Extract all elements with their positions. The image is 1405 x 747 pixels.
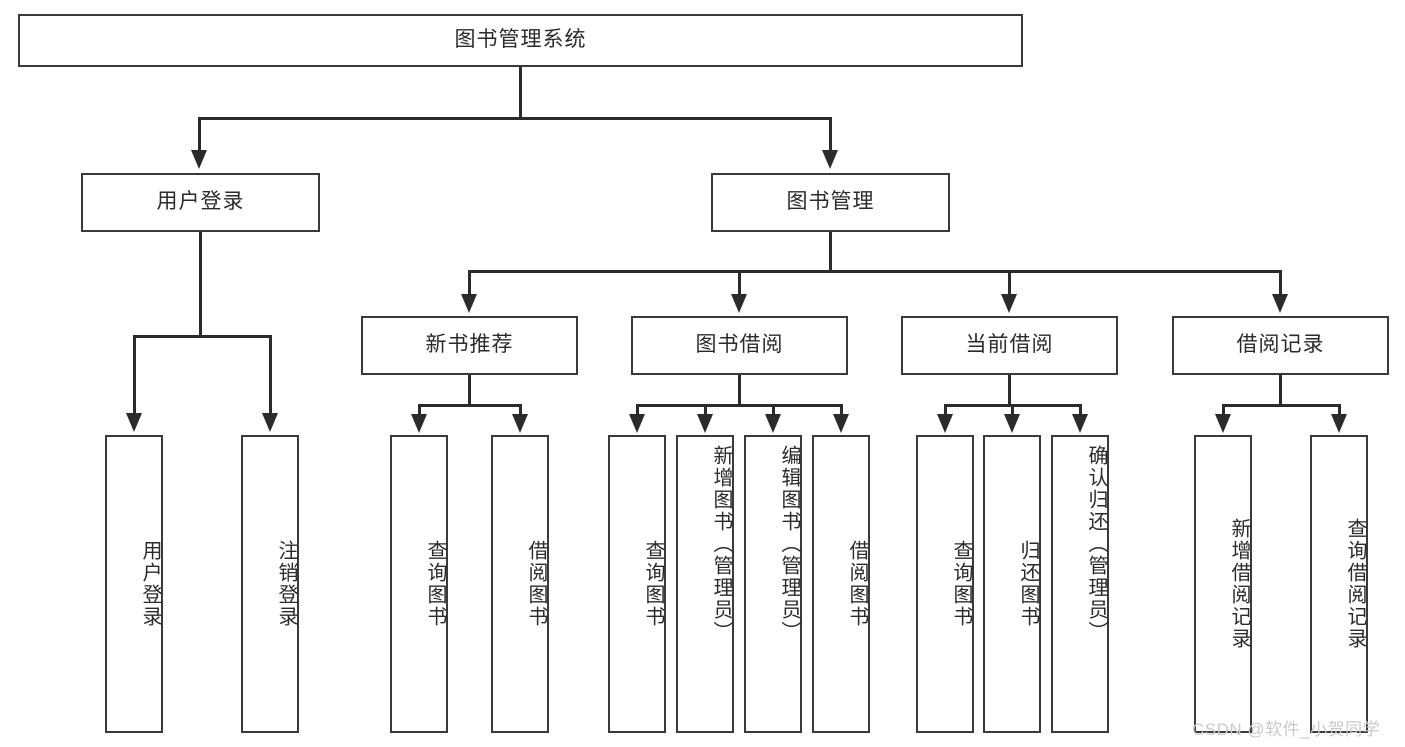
node-label: 查询图书 — [950, 540, 972, 628]
connector-new-book-branch-1 — [418, 404, 421, 415]
arrowhead-leaf-confirm-return-admin — [1072, 414, 1088, 433]
connector-book-borrow-bar — [636, 404, 843, 407]
arrowhead-current-borrow — [1001, 294, 1017, 313]
node-label: 新增图书（管理员） — [710, 445, 732, 643]
node-label: 注销登录 — [275, 540, 297, 628]
node-label: 查询图书 — [642, 540, 664, 628]
arrowhead-book-management — [822, 150, 838, 169]
connector-cb-branch-1 — [944, 404, 947, 415]
node-root-book-management-system[interactable]: 图书管理系统 — [18, 14, 1023, 67]
node-leaf-query-borrow-record[interactable]: 查询借阅记录 — [1310, 435, 1368, 733]
arrowhead-leaf-query-book-1 — [411, 414, 427, 433]
node-label: 用户登录 — [156, 190, 245, 214]
arrowhead-leaf-return-book — [1004, 414, 1020, 433]
node-book-borrow[interactable]: 图书借阅 — [631, 316, 848, 375]
connector-new-book-stem — [468, 375, 471, 406]
connector-bm-branch-current-borrow — [1008, 270, 1011, 295]
node-leaf-borrow-book-1[interactable]: 借阅图书 — [491, 435, 549, 733]
connector-cb-branch-2 — [1011, 404, 1014, 415]
node-label: 当前借阅 — [965, 333, 1054, 357]
node-new-book-recommend[interactable]: 新书推荐 — [361, 316, 578, 375]
arrowhead-leaf-add-book-admin — [697, 414, 713, 433]
connector-bb-branch-4 — [840, 404, 843, 415]
node-leaf-borrow-book-2[interactable]: 借阅图书 — [812, 435, 870, 733]
connector-new-book-bar — [418, 404, 522, 407]
node-leaf-query-book-3[interactable]: 查询图书 — [916, 435, 974, 733]
connector-user-login-branch-1 — [133, 335, 136, 413]
connector-bb-branch-1 — [636, 404, 639, 415]
node-label: 查询借阅记录 — [1344, 518, 1366, 650]
node-label: 新增借阅记录 — [1228, 518, 1250, 650]
connector-cb-branch-3 — [1079, 404, 1082, 415]
connector-root-bar — [198, 117, 832, 120]
node-leaf-confirm-return-admin[interactable]: 确认归还（管理员） — [1051, 435, 1109, 733]
node-label: 借阅记录 — [1236, 333, 1325, 357]
node-leaf-query-book-1[interactable]: 查询图书 — [390, 435, 448, 733]
node-leaf-add-borrow-record[interactable]: 新增借阅记录 — [1194, 435, 1252, 733]
connector-root-to-user-login — [198, 117, 201, 150]
node-label: 图书管理系统 — [454, 28, 587, 52]
connector-bm-branch-book-borrow — [738, 270, 741, 295]
connector-user-login-bar — [133, 335, 272, 338]
connector-user-login-stem — [199, 232, 202, 335]
connector-root-to-book-management — [829, 117, 832, 150]
node-label: 新书推荐 — [425, 333, 514, 357]
arrowhead-book-borrow — [731, 294, 747, 313]
node-leaf-user-login[interactable]: 用户登录 — [105, 435, 163, 733]
arrowhead-leaf-query-book-3 — [937, 414, 953, 433]
connector-book-management-stem — [829, 232, 832, 272]
arrowhead-borrow-record — [1272, 294, 1288, 313]
arrowhead-leaf-query-borrow-record — [1331, 414, 1347, 433]
node-leaf-edit-book-admin[interactable]: 编辑图书（管理员） — [744, 435, 802, 733]
node-book-management[interactable]: 图书管理 — [711, 173, 950, 232]
node-label: 查询图书 — [424, 540, 446, 628]
csdn-watermark: CSDN @软件_小贺同学 — [1192, 720, 1381, 739]
arrowhead-leaf-query-book-2 — [629, 414, 645, 433]
connector-bb-branch-3 — [772, 404, 775, 415]
node-leaf-logout-login[interactable]: 注销登录 — [241, 435, 299, 733]
connector-user-login-branch-2 — [269, 335, 272, 413]
connector-current-borrow-stem — [1008, 375, 1011, 406]
connector-borrow-record-stem — [1279, 375, 1282, 406]
arrowhead-user-login — [191, 150, 207, 169]
arrowhead-leaf-logout-login — [262, 413, 278, 432]
arrowhead-leaf-user-login — [126, 413, 142, 432]
node-current-borrow[interactable]: 当前借阅 — [901, 316, 1118, 375]
node-label: 用户登录 — [139, 540, 161, 628]
arrowhead-leaf-edit-book-admin — [765, 414, 781, 433]
node-leaf-query-book-2[interactable]: 查询图书 — [608, 435, 666, 733]
node-label: 确认归还（管理员） — [1085, 445, 1107, 643]
connector-br-branch-1 — [1222, 404, 1225, 415]
connector-root-stem — [519, 67, 522, 117]
node-label: 编辑图书（管理员） — [778, 445, 800, 643]
connector-book-borrow-stem — [738, 375, 741, 406]
arrowhead-leaf-add-borrow-record — [1215, 414, 1231, 433]
arrowhead-leaf-borrow-book-2 — [833, 414, 849, 433]
connector-bm-branch-borrow-record — [1279, 270, 1282, 295]
connector-bm-branch-new-book — [468, 270, 471, 295]
node-leaf-return-book[interactable]: 归还图书 — [983, 435, 1041, 733]
arrowhead-leaf-borrow-book-1 — [512, 414, 528, 433]
connector-book-management-bar — [468, 270, 1282, 273]
arrowhead-new-book-recommend — [461, 294, 477, 313]
node-label: 图书借阅 — [695, 333, 784, 357]
node-label: 借阅图书 — [525, 540, 547, 628]
node-label: 图书管理 — [786, 190, 875, 214]
connector-bb-branch-2 — [704, 404, 707, 415]
connector-new-book-branch-2 — [519, 404, 522, 415]
node-label: 借阅图书 — [846, 540, 868, 628]
connector-borrow-record-bar — [1222, 404, 1341, 407]
node-leaf-add-book-admin[interactable]: 新增图书（管理员） — [676, 435, 734, 733]
node-borrow-record[interactable]: 借阅记录 — [1172, 316, 1389, 375]
node-label: 归还图书 — [1017, 540, 1039, 628]
connector-br-branch-2 — [1338, 404, 1341, 415]
node-user-login[interactable]: 用户登录 — [81, 173, 320, 232]
